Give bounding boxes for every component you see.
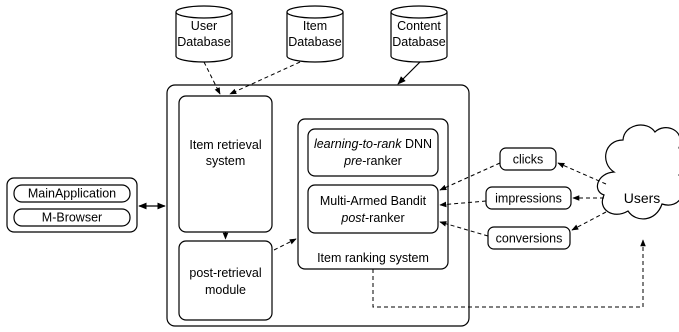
content-database-label-2: Database <box>392 35 446 49</box>
impressions-box: impressions <box>485 186 572 210</box>
post-retrieval-module: post-retrieval module <box>178 240 273 321</box>
item-retrieval-label-2: system <box>206 154 246 168</box>
users-cloud: Users <box>596 124 679 220</box>
user-db-arrow <box>203 61 221 95</box>
item-retrieval-label-1: Item retrieval <box>189 138 261 152</box>
users-to-clicks-arrow <box>557 162 607 185</box>
mab-post-ranker: Multi-Armed Bandit post-ranker <box>307 184 439 234</box>
item-retrieval-system: Item retrieval system <box>178 95 273 233</box>
conversions-box: conversions <box>487 226 571 250</box>
conversions-to-mab-arrow <box>439 221 489 237</box>
clicks-box: clicks <box>499 147 557 171</box>
item-ranking-system-label: Item ranking system <box>317 251 429 265</box>
item-database-label-2: Database <box>288 35 342 49</box>
ltr-pre-ranker-line-2: pre-ranker <box>343 154 402 168</box>
content-db-arrow <box>397 61 421 85</box>
item-database-label-1: Item <box>303 19 327 33</box>
clicks-to-mab-arrow <box>439 162 501 191</box>
users-label: Users <box>624 190 661 206</box>
m-browser-box: M-Browser <box>13 208 131 227</box>
impressions-to-mab-arrow <box>439 200 487 208</box>
conversions-label: conversions <box>496 232 563 246</box>
ltr-pre-ranker-line-1: learning-to-rank DNN <box>314 137 432 151</box>
user-database-label-2: Database <box>177 35 231 49</box>
post-retrieval-label-2: module <box>205 283 246 297</box>
clicks-label: clicks <box>513 153 544 167</box>
content-database: Content Database <box>390 5 448 63</box>
m-browser-label: M-Browser <box>42 211 102 225</box>
item-database: Item Database <box>286 5 344 63</box>
mab-post-ranker-line-1: Multi-Armed Bandit <box>320 194 427 208</box>
main-application-label: MainApplication <box>28 187 116 201</box>
impressions-label: impressions <box>495 192 562 206</box>
mab-post-ranker-line-2: post-ranker <box>340 211 404 225</box>
post-retrieval-label-1: post-retrieval <box>189 266 261 280</box>
main-application-box: MainApplication <box>13 184 131 203</box>
item-db-arrow <box>229 61 301 95</box>
client-apps-group: MainApplication M-Browser <box>6 177 138 233</box>
content-database-label-1: Content <box>397 19 441 33</box>
ltr-pre-ranker: learning-to-rank DNN pre-ranker <box>307 128 439 177</box>
user-database: User Database <box>175 5 233 63</box>
users-to-conversions-arrow <box>571 211 607 231</box>
user-database-label-1: User <box>191 19 217 33</box>
